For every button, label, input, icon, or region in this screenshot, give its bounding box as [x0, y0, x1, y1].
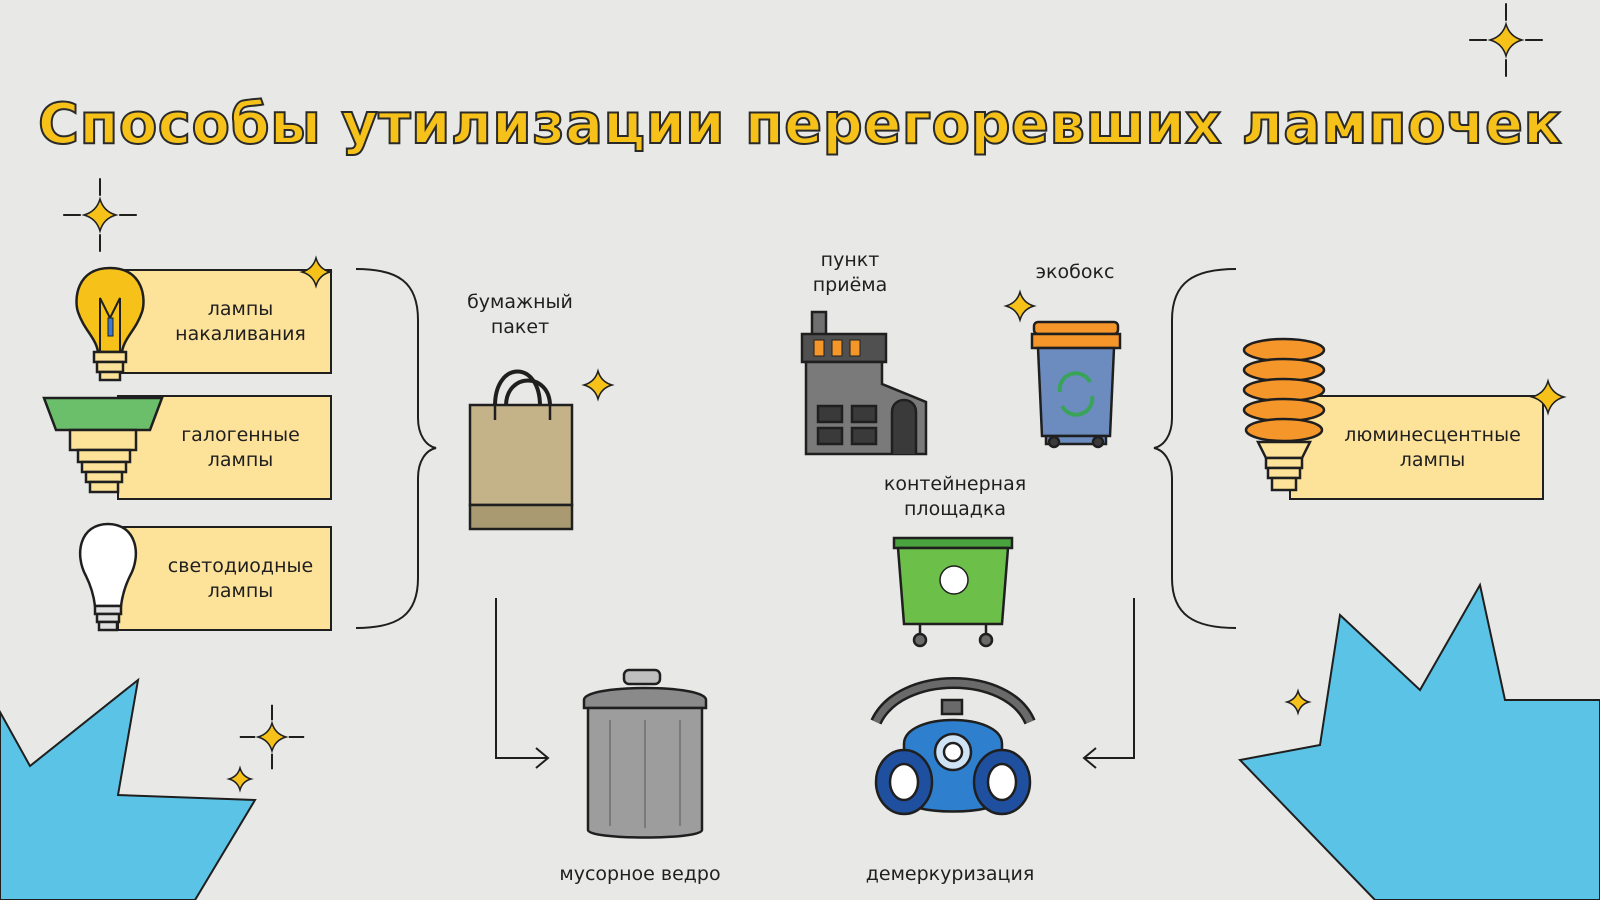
collection-point-label: пункт приёма — [812, 249, 888, 296]
demercurization-label: демеркуризация — [865, 863, 1035, 885]
sparkle-icon — [1284, 688, 1312, 716]
sparkle-rays — [63, 178, 137, 252]
fluorescent-label: люминесцентные лампы — [1344, 423, 1521, 471]
led-label-box — [117, 526, 332, 631]
sparkle-icon — [581, 368, 615, 402]
trash-bin-label: мусорное ведро — [559, 863, 721, 885]
sparkle-icon — [81, 196, 119, 234]
sparkle-icon — [255, 720, 289, 754]
incandescent-label: лампы накаливания — [175, 297, 306, 345]
ecobox-icon — [1030, 320, 1122, 449]
sparkle-icon — [1529, 378, 1567, 416]
sparkle-icon — [1487, 21, 1525, 59]
container-site-label: контейнерная площадка — [883, 473, 1027, 520]
sparkles — [63, 3, 1567, 793]
halogen-label-box — [117, 395, 332, 500]
incandescent-bulb-icon — [75, 266, 145, 382]
trash-bin-icon — [582, 668, 708, 839]
fluorescent-label-box — [1289, 395, 1544, 500]
led-label: светодиодные лампы — [167, 554, 314, 602]
sparkle-rays — [1469, 3, 1543, 77]
arrow-to-demercurization — [1082, 598, 1135, 769]
blue-burst-right — [1237, 582, 1600, 900]
fluorescent-bulb-icon — [1242, 337, 1326, 492]
led-bulb-icon — [78, 522, 138, 632]
incandescent-label-box — [117, 269, 332, 374]
page-title: Способы утилизации перегоревших лампочек — [37, 91, 1562, 158]
sparkle-icon — [1003, 289, 1037, 323]
blue-burst-left — [0, 677, 257, 900]
arrow-to-trash-bin — [495, 598, 550, 769]
paper-bag-icon — [468, 369, 574, 531]
ecobox-label: экобокс — [1035, 261, 1115, 283]
halogen-bulb-icon — [42, 396, 164, 494]
sparkle-icon — [299, 255, 333, 289]
right-brace — [1153, 268, 1237, 629]
respirator-icon — [870, 677, 1036, 816]
sparkle-rays — [239, 704, 305, 770]
left-brace — [355, 268, 437, 629]
halogen-label: галогенные лампы — [181, 423, 300, 471]
green-container-icon — [892, 536, 1014, 648]
factory-icon — [800, 310, 928, 456]
paper-bag-label: бумажный пакет — [467, 291, 573, 338]
sparkle-icon — [226, 765, 254, 793]
